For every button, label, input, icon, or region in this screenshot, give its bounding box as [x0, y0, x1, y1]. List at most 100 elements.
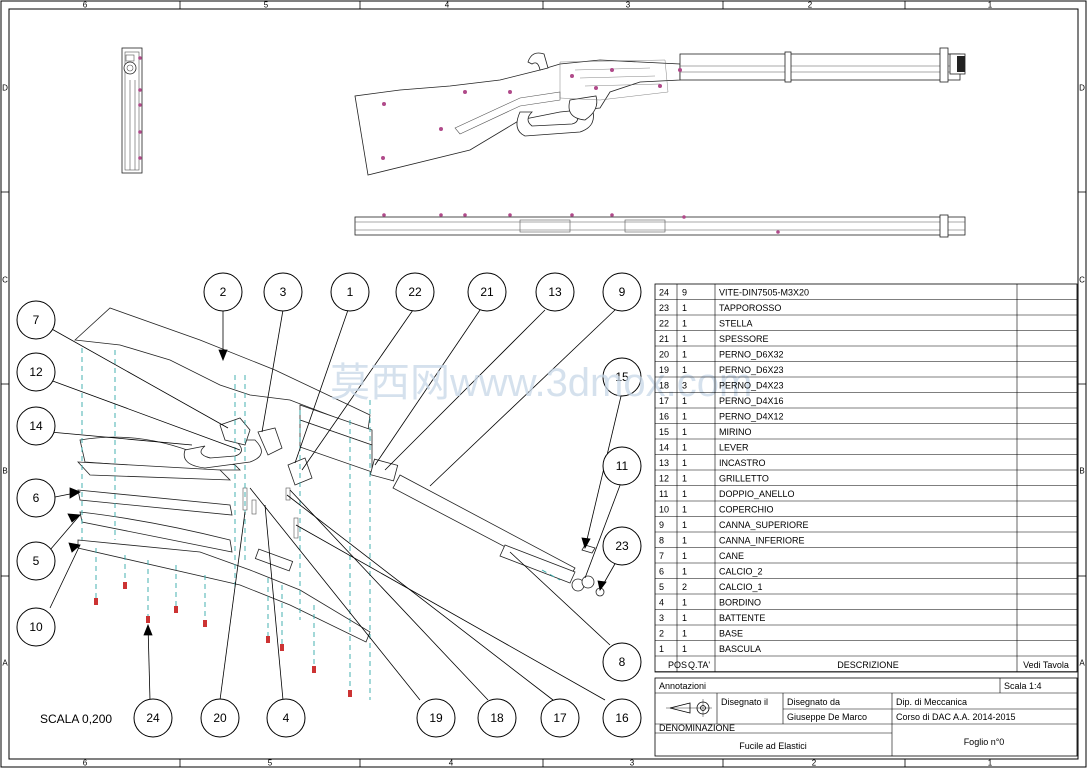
balloon-number: 13 [548, 285, 562, 299]
bom-cell-description: BASCULA [719, 644, 761, 654]
bom-cell-qty: 1 [682, 551, 687, 561]
projection-symbol-icon [666, 699, 712, 717]
bom-cell-description: CANNA_SUPERIORE [719, 520, 809, 530]
drawn-by-label: Disegnato da [787, 697, 840, 707]
bom-cell-pos: 5 [659, 582, 664, 592]
bom-cell-qty: 1 [682, 520, 687, 530]
balloon-24: 24 [133, 698, 173, 738]
bom-cell-pos: 11 [659, 489, 668, 499]
frame-row-label: C [1079, 276, 1085, 285]
bom-cell-description: PERNO_D4X16 [719, 396, 784, 406]
balloon-12: 12 [16, 352, 56, 392]
bom-cell-pos: 18 [659, 381, 669, 391]
bom-cell-description: CALCIO_2 [719, 567, 763, 577]
bom-cell-description: MIRINO [719, 427, 752, 437]
bom-cell-description: PERNO_D4X12 [719, 412, 784, 422]
balloon-14: 14 [16, 406, 56, 446]
bom-cell-qty: 1 [682, 489, 687, 499]
balloon-8: 8 [602, 642, 642, 682]
bom-cell-qty: 3 [682, 381, 687, 391]
balloon-number: 18 [490, 711, 504, 725]
balloon-18: 18 [477, 698, 517, 738]
balloon-number: 7 [33, 313, 40, 327]
author-name: Giuseppe De Marco [787, 712, 867, 722]
bom-cell-pos: 10 [659, 505, 669, 515]
balloon-22: 22 [395, 272, 435, 312]
frame-column-label: 6 [83, 759, 88, 768]
frame-column-label: 3 [626, 1, 631, 10]
bom-cell-qty: 1 [682, 644, 687, 654]
bom-cell-pos: 8 [659, 536, 664, 546]
balloon-10: 10 [16, 607, 56, 647]
frame-column-label: 1 [988, 759, 993, 768]
watermark: 莫西网www.3dmox.com [330, 361, 752, 405]
bom-cell-pos: 24 [659, 288, 669, 298]
bom-cell-description: VITE-DIN7505-M3X20 [719, 288, 809, 298]
bom-cell-pos: 6 [659, 567, 664, 577]
bom-cell-qty: 1 [682, 536, 687, 546]
bom-cell-qty: 1 [682, 458, 687, 468]
bom-cell-pos: 21 [659, 334, 669, 344]
bom-cell-qty: 1 [682, 365, 687, 375]
balloon-5: 5 [16, 541, 56, 581]
bom-cell-qty: 1 [682, 319, 687, 329]
balloon-9: 9 [602, 272, 642, 312]
balloon-number: 21 [480, 285, 494, 299]
bom-header-pos: POS [668, 660, 687, 670]
drawn-on-label: Disegnato il [721, 697, 768, 707]
bom-cell-description: LEVER [719, 443, 749, 453]
balloon-number: 15 [615, 370, 629, 384]
bom-cell-qty: 1 [682, 350, 687, 360]
side-view-rifle [354, 47, 966, 176]
balloon-number: 16 [615, 711, 629, 725]
bom-cell-description: BASE [719, 629, 743, 639]
bom-cell-pos: 1 [659, 644, 664, 654]
frame-row-label: A [2, 659, 8, 668]
balloon-number: 17 [553, 711, 567, 725]
bom-cell-description: PERNO_D6X23 [719, 365, 784, 375]
frame-column-label: 5 [268, 759, 273, 768]
balloon-number: 6 [33, 491, 40, 505]
frame-row-label: C [2, 276, 8, 285]
bom-cell-description: PERNO_D4X23 [719, 381, 784, 391]
bom-cell-pos: 7 [659, 551, 664, 561]
frame-row-label: D [2, 84, 8, 93]
bom-cell-pos: 3 [659, 613, 664, 623]
balloon-23: 23 [602, 526, 642, 566]
balloon-11: 11 [602, 446, 642, 486]
balloon-21: 21 [467, 272, 507, 312]
drawing-title: Fucile ad Elastici [739, 741, 807, 751]
bom-cell-pos: 14 [659, 443, 669, 453]
balloon-number: 10 [29, 620, 43, 634]
balloon-2: 2 [203, 272, 243, 312]
balloon-number: 2 [220, 285, 227, 299]
balloon-number: 20 [213, 711, 227, 725]
balloon-number: 19 [429, 711, 443, 725]
bom-cell-qty: 1 [682, 474, 687, 484]
end-view [121, 47, 143, 174]
balloon-number: 23 [615, 539, 629, 553]
frame-column-label: 1 [988, 1, 993, 10]
frame-row-label: D [1079, 84, 1085, 93]
frame-row-label: B [2, 467, 7, 476]
balloon-15: 15 [602, 357, 642, 397]
bom-cell-qty: 1 [682, 334, 687, 344]
balloon-6: 6 [16, 478, 56, 518]
bom-cell-description: COPERCHIO [719, 505, 774, 515]
balloon-17: 17 [540, 698, 580, 738]
balloon-19: 19 [416, 698, 456, 738]
frame-column-label: 4 [449, 759, 454, 768]
exploded-view [74, 307, 605, 700]
